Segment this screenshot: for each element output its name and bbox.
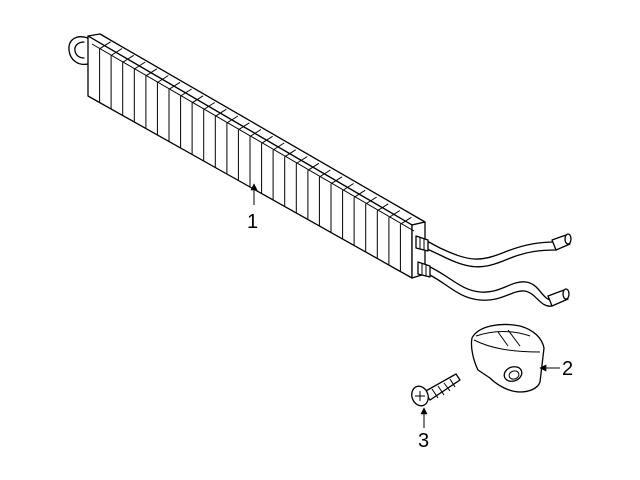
cooler-fin-top xyxy=(261,135,273,144)
cooler-fin-top xyxy=(400,216,412,225)
cooler-fin-top xyxy=(180,88,192,97)
cooler-fin-top xyxy=(307,162,320,171)
cooler-fin-top xyxy=(99,41,111,50)
cooler-fin-top xyxy=(122,54,134,63)
cooler-fin-top xyxy=(191,95,204,104)
cooler-fin-top xyxy=(226,115,239,124)
cooler-fin-top xyxy=(110,48,123,56)
screw xyxy=(411,373,461,407)
cooler-fin-top xyxy=(157,75,169,83)
cooler-fin-top xyxy=(296,156,308,164)
cooler-fin-top xyxy=(284,149,296,158)
cooler-fin-top xyxy=(272,142,285,151)
oil-cooler xyxy=(68,33,426,279)
cooler-fin-top xyxy=(145,68,158,77)
cooler-fin-top xyxy=(168,81,181,90)
cooler-fin-top xyxy=(388,210,401,218)
cooler-fin-top xyxy=(319,169,331,178)
callout-1: 1 xyxy=(247,211,258,233)
cooler-fin-top xyxy=(330,176,343,185)
mounting-bracket xyxy=(470,323,545,393)
cooler-fin-top xyxy=(238,122,250,131)
cooler-fin-top xyxy=(365,196,377,205)
cooler-fin-top xyxy=(377,203,389,212)
cooler-fin-top xyxy=(249,129,262,137)
cooler-fin-top xyxy=(342,183,354,191)
cooler-lines xyxy=(415,233,572,307)
cooler-fin-top xyxy=(353,189,366,198)
cooler-fin-top xyxy=(203,102,215,110)
cooler-fins xyxy=(99,41,412,272)
callout-3: 3 xyxy=(418,430,429,452)
cooler-fin-top xyxy=(215,108,227,117)
cooler-fin-top xyxy=(134,61,146,70)
callout-2: 2 xyxy=(562,358,573,380)
